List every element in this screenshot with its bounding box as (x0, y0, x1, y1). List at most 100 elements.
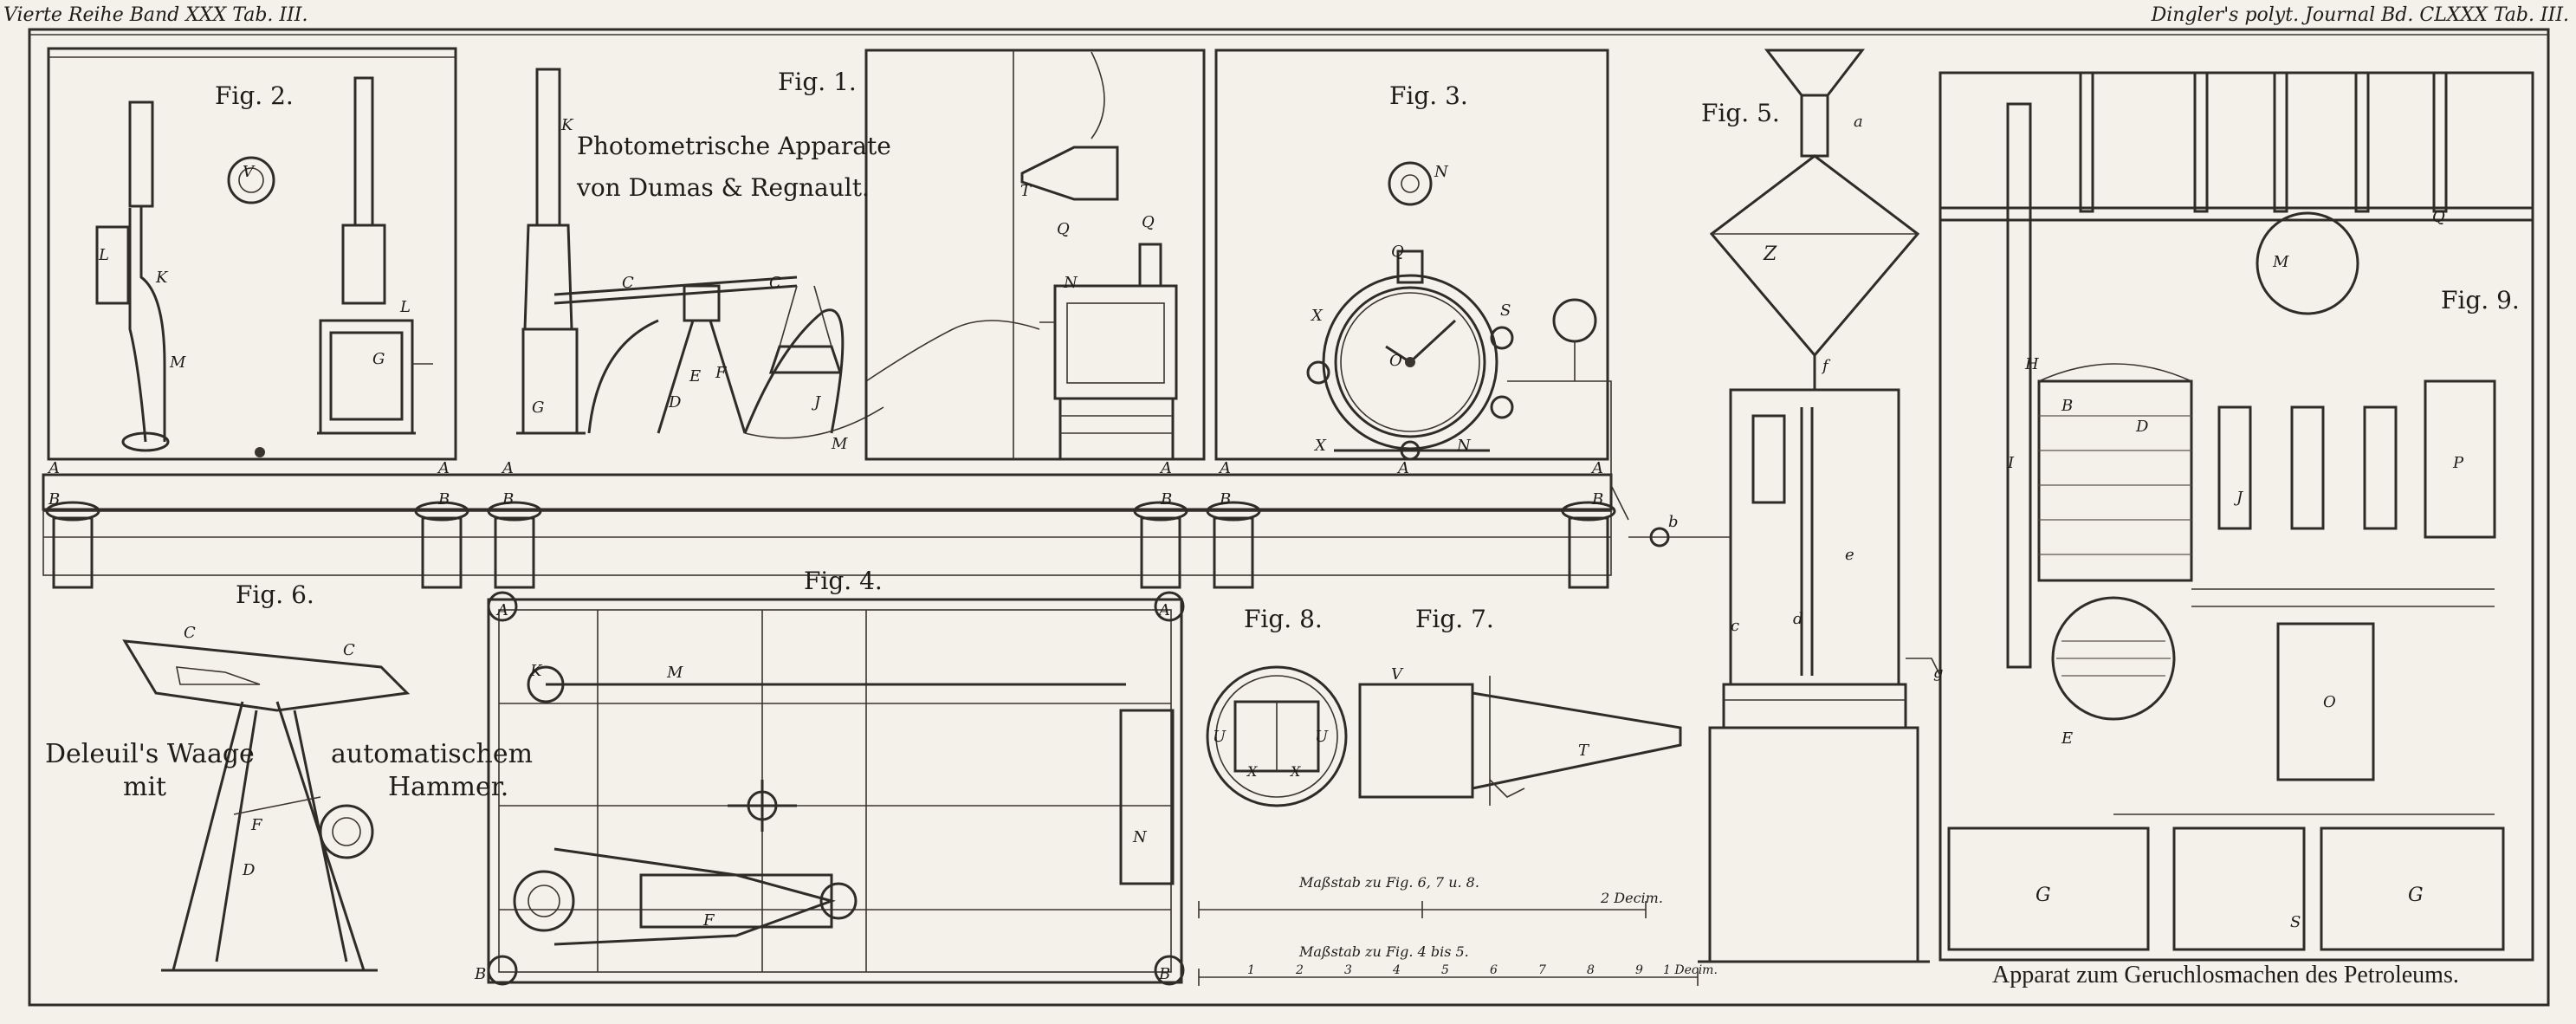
scale-fig45-end: 1 Decim. (1663, 963, 1718, 977)
scale-tick: 5 (1441, 963, 1449, 977)
letter-f: f (1821, 357, 1831, 375)
letter-V: V (1391, 665, 1404, 684)
scale-tick: 2 (1295, 963, 1304, 977)
letter-X: X (1310, 307, 1324, 325)
letter-F: F (702, 911, 715, 930)
letter-S: S (1500, 301, 1511, 320)
letter-D: D (668, 393, 682, 412)
fig6-caption-line1: Deleuil's Waage (45, 739, 255, 769)
letter-G: G (2036, 885, 2051, 906)
letter-X: X (1289, 763, 1301, 780)
letter-N: N (1434, 163, 1449, 181)
letter-B: B (2061, 397, 2073, 415)
letter-E: E (2061, 729, 2073, 748)
fig1-caption-line1: Photometrische Apparate (577, 132, 891, 160)
scale-fig45 (1198, 969, 1699, 986)
fig2-label: Fig. 2. (215, 81, 294, 110)
plate-border (28, 28, 2550, 1007)
fig7-drawing (1358, 676, 1682, 806)
scale-tick: 6 (1490, 963, 1498, 977)
long-table (42, 473, 1616, 589)
letter-a: a (1854, 113, 1863, 131)
letter-B: B (1158, 965, 1170, 983)
letter-E: E (689, 367, 701, 386)
fig5-drawing (1628, 49, 1941, 963)
letter-A: A (1159, 459, 1172, 477)
letter-H: H (2024, 355, 2039, 373)
letter-Q: Q (2432, 208, 2445, 226)
scale-fig678 (1198, 901, 1647, 918)
letter-N: N (1132, 828, 1148, 846)
fig6-caption-line3: mit (123, 772, 166, 802)
letter-A: A (1157, 601, 1170, 619)
letter-K: K (529, 662, 543, 680)
fig8-label: Fig. 8. (1244, 605, 1323, 633)
header-right: Dingler's polyt. Journal Bd. CLXXX Tab. … (2151, 4, 2569, 26)
letter-N: N (1063, 274, 1078, 292)
fig7-label: Fig. 7. (1415, 605, 1494, 633)
letter-c: c (1731, 617, 1739, 635)
fig2-drawing (47, 47, 457, 461)
letter-D: D (242, 861, 256, 879)
letter-P: P (2452, 454, 2464, 472)
fig1-label: Fig. 1. (778, 68, 857, 96)
fig6-label: Fig. 6. (236, 580, 314, 609)
letter-G: G (532, 399, 544, 417)
scale-tick: 9 (1635, 963, 1643, 977)
scale-tick: 1 (1247, 963, 1255, 977)
fig4-label: Fig. 4. (804, 567, 883, 595)
letter-A: A (501, 459, 514, 477)
letter-B: B (437, 490, 450, 509)
scale-fig678-label: Maßstab zu Fig. 6, 7 u. 8. (1298, 874, 1479, 891)
scale-fig678-end: 2 Decim. (1600, 890, 1663, 906)
letter-T: T (1578, 742, 1590, 760)
letter-D: D (2135, 418, 2149, 436)
letter-K: K (560, 116, 574, 134)
letter-C: C (622, 274, 634, 292)
letter-M: M (666, 664, 683, 682)
letter-J: J (811, 393, 822, 412)
fig8-drawing (1206, 665, 1348, 807)
letter-A: A (437, 459, 450, 477)
letter-S: S (2290, 913, 2301, 931)
header-left: Vierte Reihe Band XXX Tab. III. (3, 4, 307, 26)
letter-Q: Q (1391, 243, 1404, 261)
letter-L: L (98, 246, 109, 264)
letter-T: T (1020, 182, 1032, 200)
letter-U: U (1315, 728, 1329, 746)
fig6-caption-line2: automatischem (331, 739, 533, 769)
letter-U: U (1213, 728, 1227, 746)
letter-O: O (1389, 352, 1402, 370)
letter-B: B (502, 490, 514, 509)
letter-B: B (474, 965, 486, 983)
letter-A: A (47, 459, 60, 477)
letter-O: O (2323, 693, 2336, 711)
fig3-label: Fig. 3. (1389, 81, 1468, 110)
letter-X: X (1246, 763, 1258, 780)
letter-A: A (495, 601, 508, 619)
fig6-caption-line4: Hammer. (388, 772, 508, 802)
fig6-drawing (122, 639, 411, 972)
scale-fig45-ticks: 1 2 3 4 5 6 7 8 9 (1247, 963, 1643, 977)
letter-B: B (48, 490, 60, 509)
fig4-drawing (487, 591, 1185, 986)
letter-X: X (1313, 437, 1327, 455)
fig9-caption: Apparat zum Geruchlosmachen des Petroleu… (1992, 962, 2459, 988)
letter-C: C (343, 641, 355, 659)
letter-N: N (1456, 437, 1472, 455)
letter-I: I (2007, 454, 2015, 472)
letter-Z: Z (1763, 243, 1777, 265)
scale-tick: 8 (1587, 963, 1595, 977)
fig1-drawing (516, 49, 1206, 461)
letter-M: M (831, 435, 848, 453)
letter-B: B (1160, 490, 1172, 509)
letter-F: F (250, 816, 263, 834)
letter-g: g (1933, 664, 1944, 682)
reference-letters: A A A A A A A B B B B B B A A B B K K K … (47, 113, 2464, 983)
letter-B: B (1219, 490, 1231, 509)
fig1-caption-line2: von Dumas & Regnault. (576, 173, 870, 202)
letter-A: A (1396, 459, 1409, 477)
letter-A: A (1218, 459, 1231, 477)
